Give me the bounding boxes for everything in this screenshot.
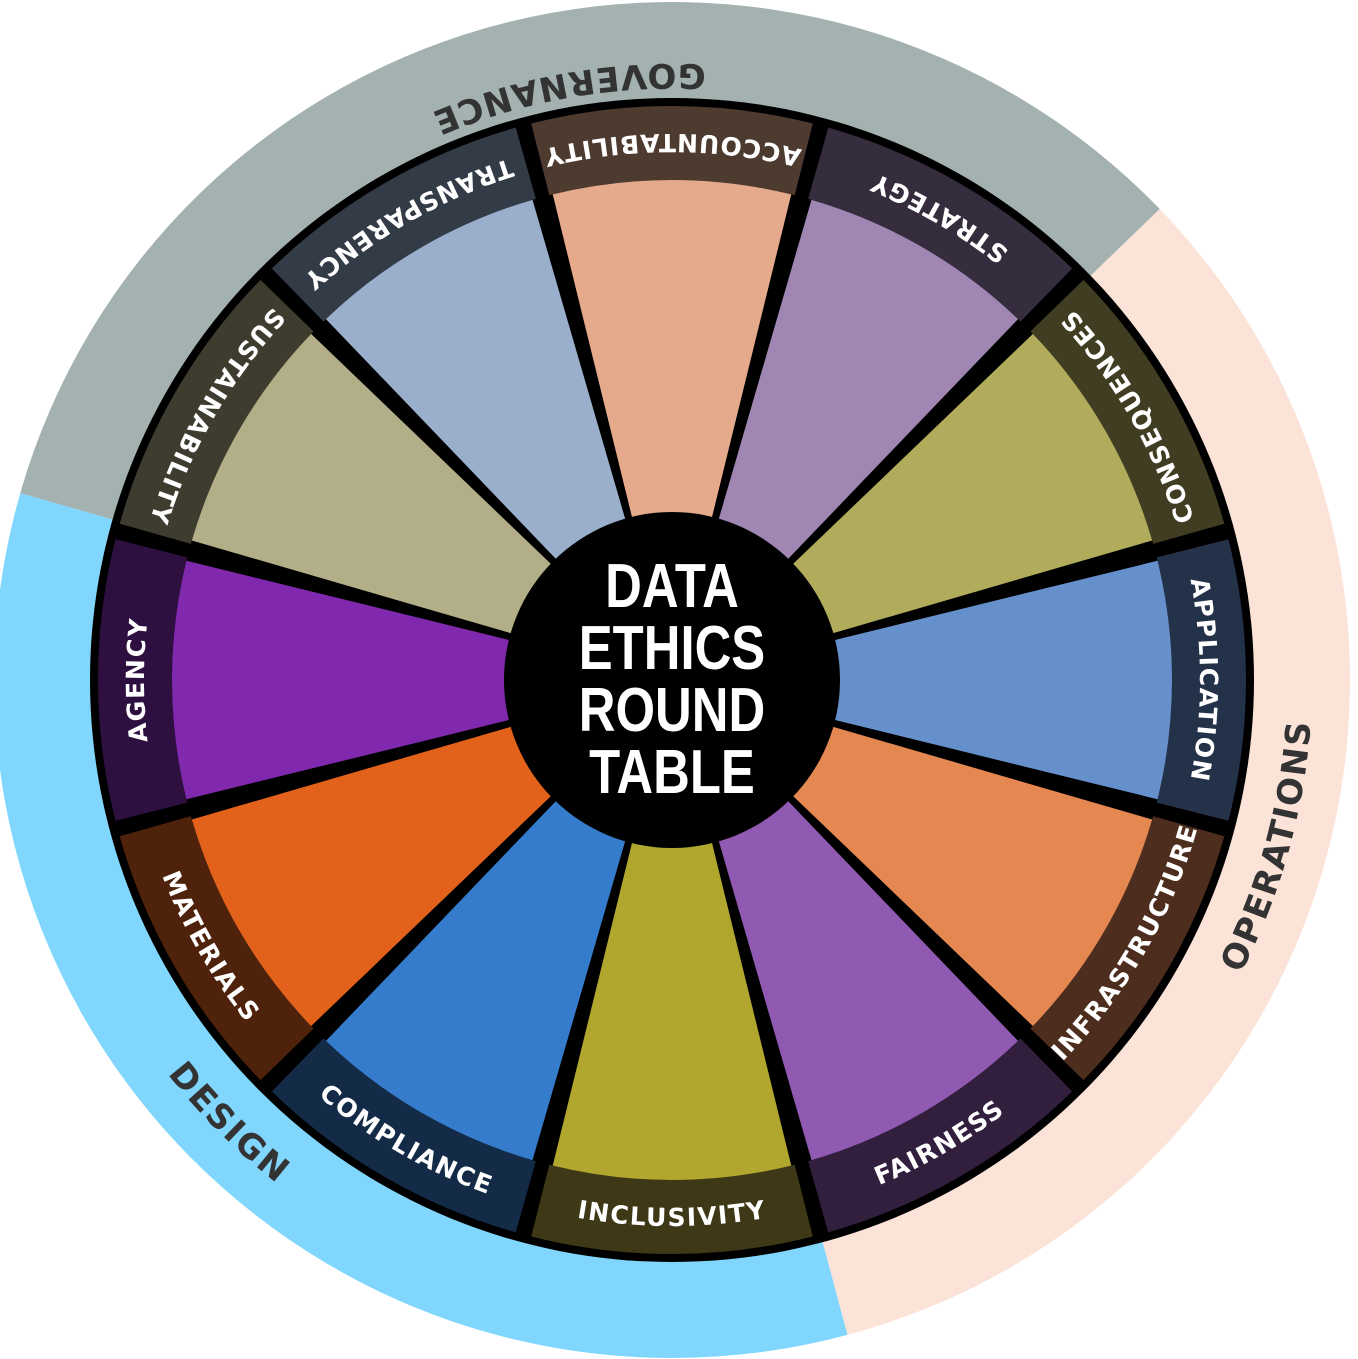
segment-band (808, 127, 1073, 322)
segment-band (1030, 279, 1225, 544)
segment-fill (191, 333, 557, 636)
segment-consequences (787, 279, 1225, 636)
segment-infrastructure (787, 724, 1225, 1081)
segment-strategy (716, 127, 1073, 565)
title-line-2: ETHICS (578, 614, 766, 683)
segment-fill (325, 199, 628, 565)
segment-compliance (271, 795, 628, 1233)
segment-band (1030, 816, 1225, 1081)
center-title: DATA ETHICS ROUND TABLE (537, 515, 808, 845)
segment-fill (552, 180, 792, 525)
title-line-4: TABLE (589, 738, 755, 807)
segment-band (119, 816, 314, 1081)
segment-band (808, 1038, 1073, 1233)
title-line-1: DATA (605, 552, 739, 621)
segment-band (97, 539, 188, 821)
segment-sustainability (119, 279, 557, 636)
segment-accountability (531, 106, 813, 525)
segment-application (827, 539, 1247, 821)
category-governance (20, 1, 1160, 522)
segment-agency (97, 539, 517, 821)
segment-fill (716, 795, 1019, 1161)
segment-fill (172, 560, 517, 800)
title-line-3: ROUND (578, 676, 766, 745)
segment-fill (552, 835, 792, 1181)
segments (97, 106, 1247, 1254)
segment-fill (787, 333, 1153, 636)
segment-transparency (271, 127, 628, 565)
segment-band (271, 1038, 536, 1233)
segment-band (271, 127, 536, 322)
segment-materials (119, 724, 557, 1081)
segment-fill (191, 724, 557, 1027)
category-design (0, 493, 848, 1358)
segment-fill (827, 560, 1173, 800)
segment-band (531, 1164, 813, 1254)
segment-inclusivity (531, 835, 813, 1254)
segment-fill (787, 724, 1153, 1027)
segment-band (119, 279, 314, 544)
segment-fairness (716, 795, 1073, 1233)
segment-fill (325, 795, 628, 1161)
center-hub (504, 512, 840, 848)
segment-fill (716, 199, 1019, 565)
segment-band (531, 106, 813, 196)
segment-band (1156, 539, 1247, 821)
